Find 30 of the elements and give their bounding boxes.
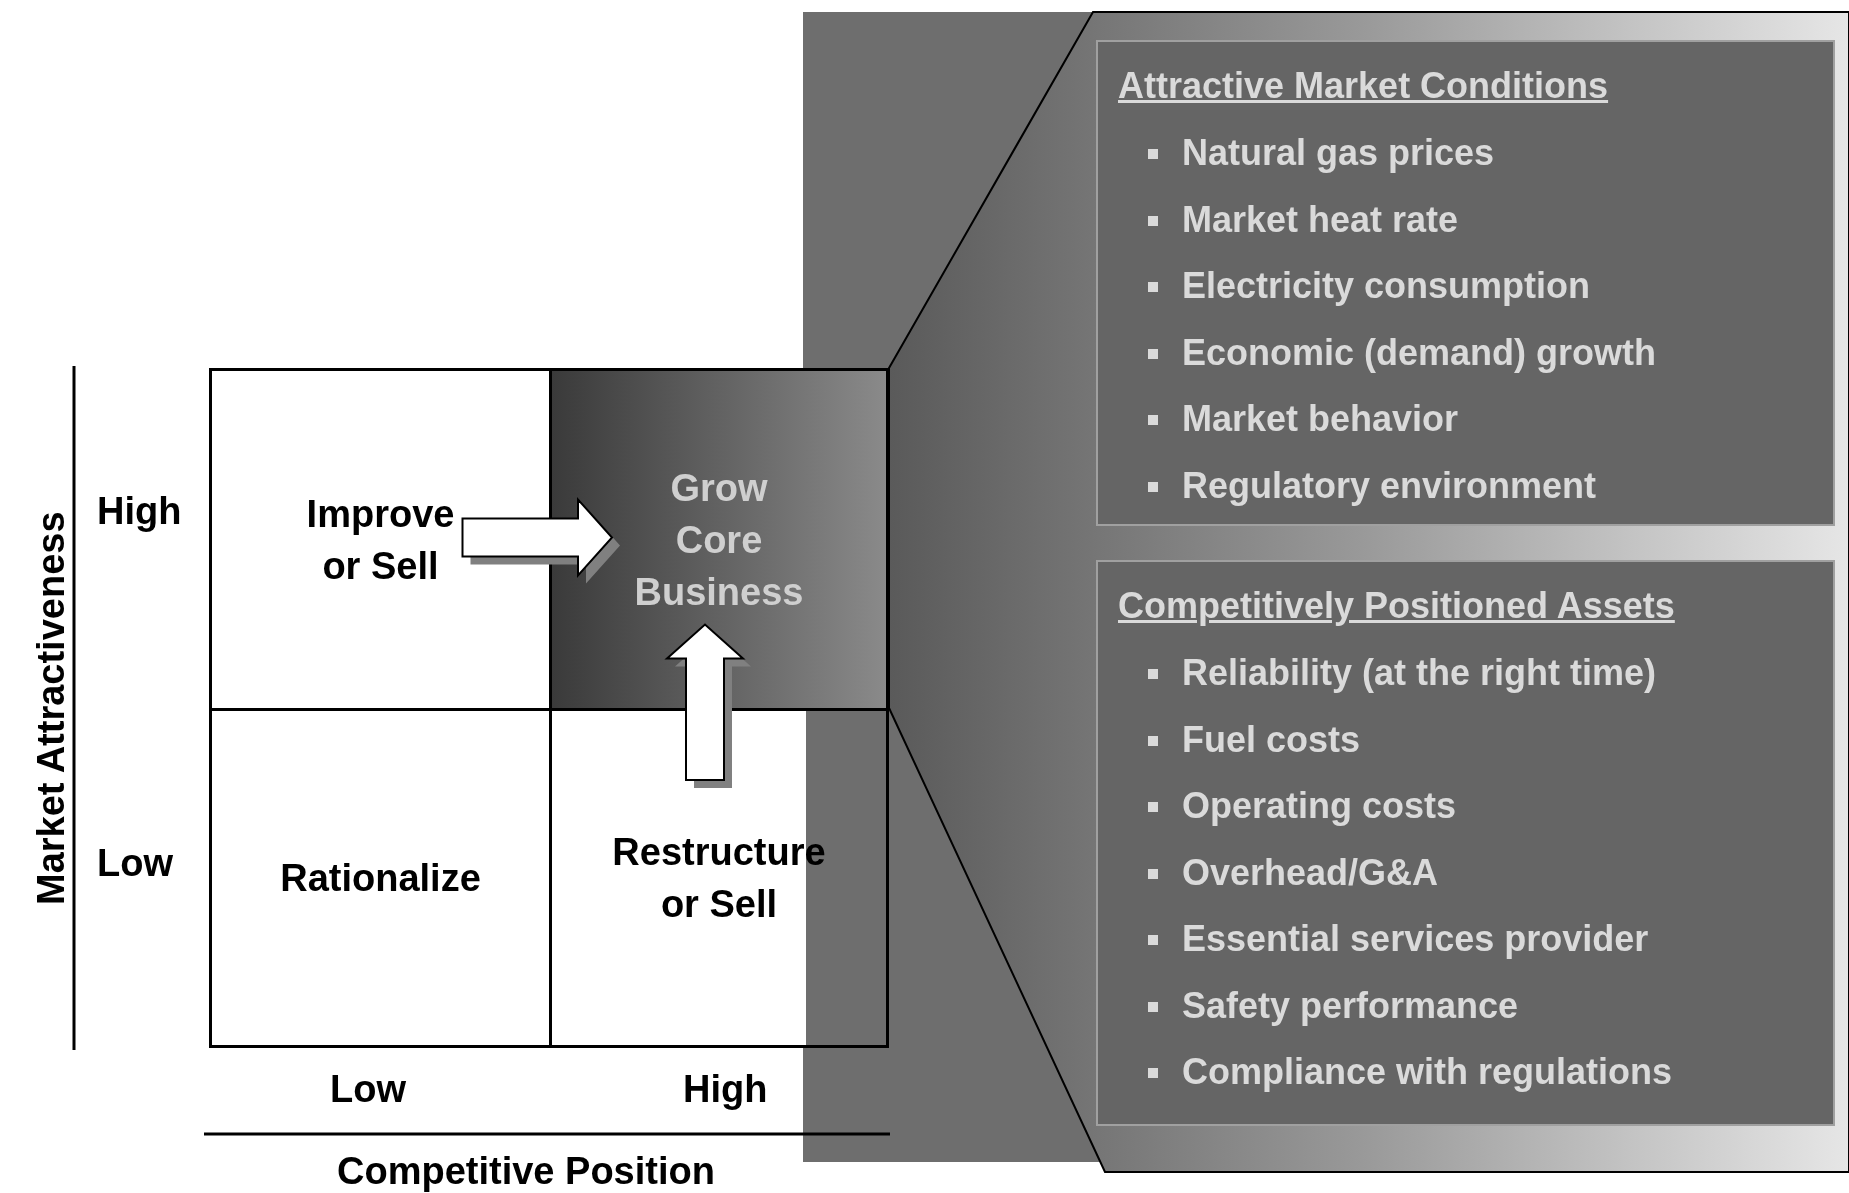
quadrant-cell — [549, 368, 889, 711]
bullet-item: Regulatory environment — [1118, 452, 1813, 519]
axis-label: Market Attractiveness — [30, 511, 73, 905]
bullet-item: Fuel costs — [1118, 706, 1813, 773]
quadrant-label: Improve or Sell — [306, 491, 455, 589]
factor-panel — [1096, 40, 1835, 526]
bullet-item: Compliance with regulations — [1118, 1039, 1813, 1106]
bullet-item: Economic (demand) growth — [1118, 319, 1813, 386]
quadrant-label: Rationalize — [280, 856, 481, 901]
bullet-item: Reliability (at the right time) — [1118, 640, 1813, 707]
bullet-item: Overhead/G&A — [1118, 839, 1813, 906]
panel-heading: Competitively Positioned Assets — [1118, 584, 1675, 628]
bullet-item: Essential services provider — [1118, 906, 1813, 973]
quadrant-label: Grow Core Business — [634, 465, 804, 615]
quadrant-cell — [549, 708, 889, 1048]
bullet-item: Market heat rate — [1118, 186, 1813, 253]
panel-heading: Attractive Market Conditions — [1118, 64, 1609, 108]
axis-label: Competitive Position — [337, 1150, 715, 1193]
bullet-item: Market behavior — [1118, 386, 1813, 453]
quadrant-cell — [209, 368, 552, 711]
bullet-item: Safety performance — [1118, 972, 1813, 1039]
quadrant-cell — [209, 708, 552, 1048]
factor-panel — [1096, 560, 1835, 1126]
axis-label: High — [97, 490, 182, 533]
bullet-item: Electricity consumption — [1118, 253, 1813, 320]
axis-label: Low — [97, 842, 173, 885]
bullet-item: Natural gas prices — [1118, 120, 1813, 187]
axis-label: Low — [330, 1068, 406, 1111]
bullet-item: Operating costs — [1118, 773, 1813, 840]
axis-label: High — [683, 1068, 768, 1111]
